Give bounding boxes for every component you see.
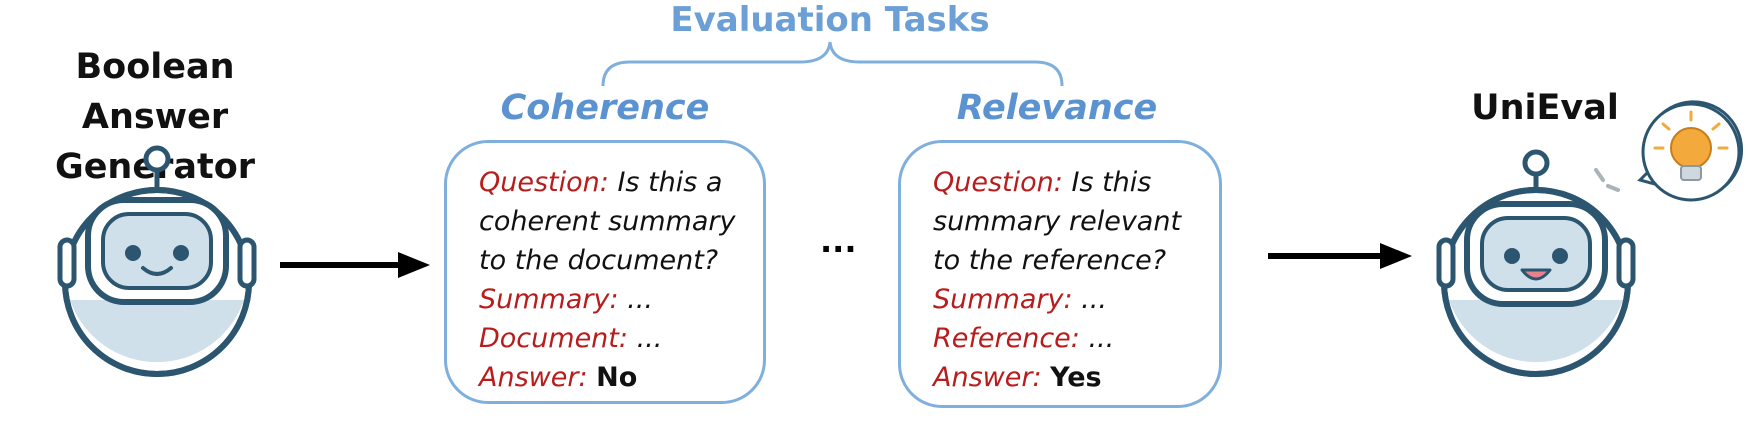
- question-line: to the reference?: [933, 245, 1167, 276]
- task-coherence-card: Question: Is this a coherent summary to …: [444, 140, 766, 404]
- unieval-robot-icon: [1436, 149, 1636, 377]
- question-line: to the document?: [479, 245, 719, 276]
- generator-robot-icon: [57, 145, 257, 377]
- document-label: Document:: [479, 323, 628, 354]
- question-line: Is this a: [617, 167, 723, 198]
- question-label: Question:: [479, 167, 609, 198]
- answer-label: Answer:: [933, 362, 1042, 393]
- question-line: coherent summary: [479, 206, 736, 237]
- answer-label: Answer:: [479, 362, 588, 393]
- answer-value: No: [596, 362, 638, 393]
- task-relevance-card: Question: Is this summary relevant to th…: [898, 140, 1222, 408]
- evaluation-tasks-title: Evaluation Tasks: [670, 0, 990, 40]
- task-coherence-body: Question: Is this a coherent summary to …: [479, 163, 736, 397]
- arrow-to-unieval: [1268, 243, 1412, 269]
- question-label: Question:: [933, 167, 1063, 198]
- summary-value: ...: [1081, 284, 1107, 315]
- reference-value: ...: [1088, 323, 1115, 354]
- unieval-title: UniEval: [1471, 88, 1619, 128]
- summary-label: Summary:: [933, 284, 1073, 315]
- question-line: summary relevant: [933, 206, 1182, 237]
- document-value: ...: [636, 323, 663, 354]
- generator-title-line1: Boolean Answer: [75, 47, 235, 137]
- question-line: Is this: [1071, 167, 1152, 198]
- task-relevance-body: Question: Is this summary relevant to th…: [933, 163, 1181, 397]
- task-coherence-title: Coherence: [500, 88, 710, 128]
- curly-brace: [601, 41, 1064, 87]
- summary-label: Summary:: [479, 284, 619, 315]
- task-relevance-title: Relevance: [956, 88, 1158, 128]
- reference-label: Reference:: [933, 323, 1080, 354]
- answer-value: Yes: [1050, 362, 1102, 393]
- lightbulb-bubble-icon: [1637, 100, 1744, 202]
- generator-title: Boolean Answer Generator: [0, 42, 310, 192]
- more-tasks-ellipsis: ...: [820, 222, 857, 260]
- arrow-to-tasks: [280, 252, 430, 278]
- summary-value: ...: [627, 284, 653, 315]
